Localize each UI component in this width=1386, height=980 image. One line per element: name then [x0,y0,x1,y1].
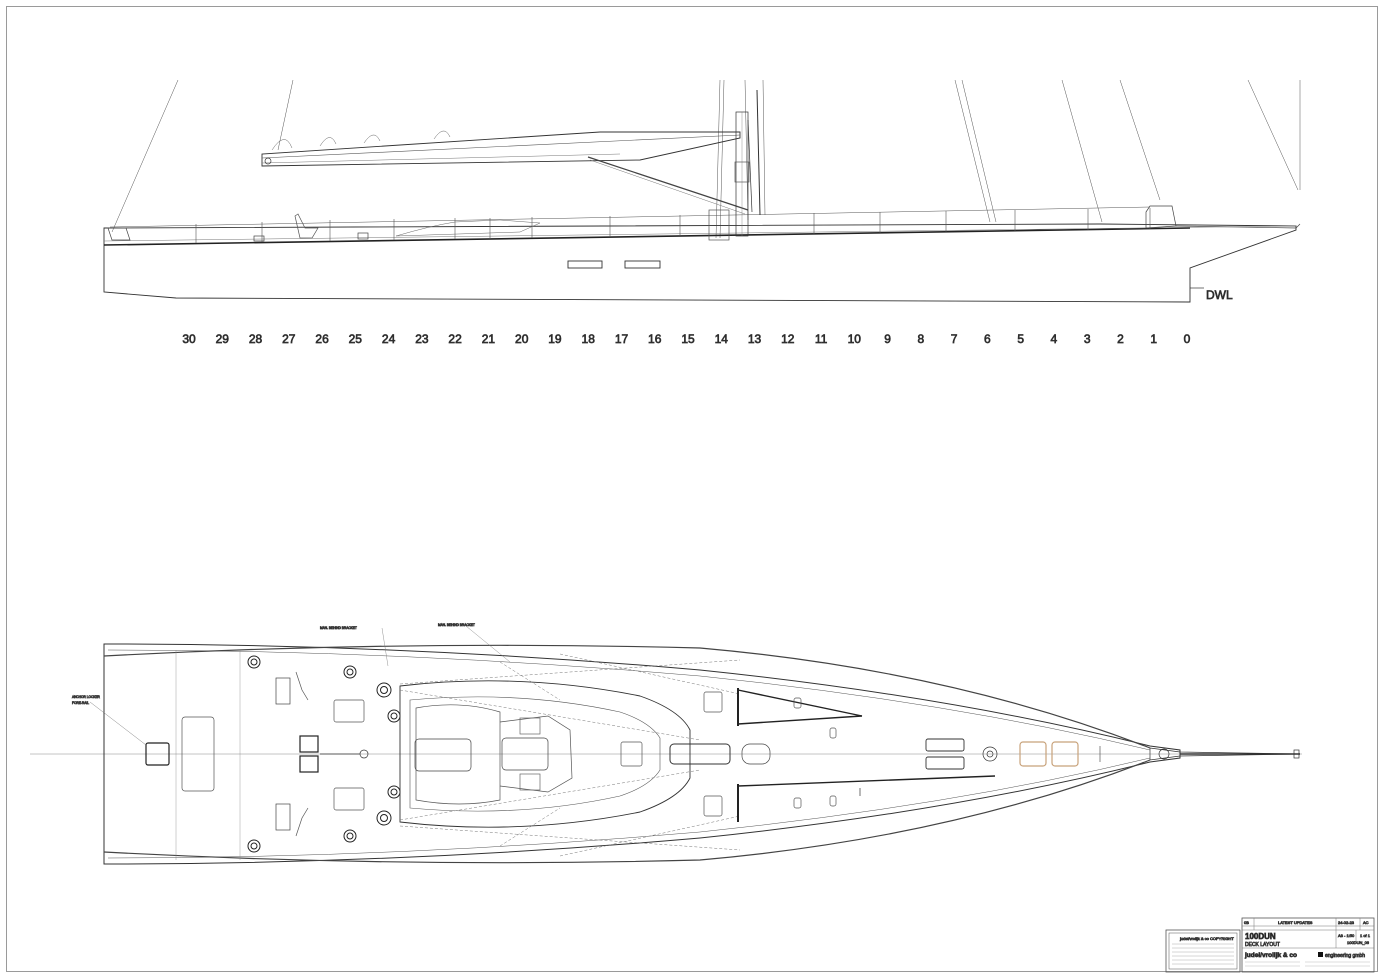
station-number: 18 [582,332,596,346]
station-number: 28 [249,332,263,346]
note-bracket-1: MAN. BEHIND BRACKET [320,626,357,630]
station-number: 1 [1150,332,1157,346]
companionway-hatch [669,743,731,765]
station-number: 17 [615,332,629,346]
forward-hatch [1019,741,1047,767]
project-name: 100DUN [1245,932,1276,941]
station-number: 19 [548,332,562,346]
station-number: 13 [748,332,762,346]
side-profile: DWL [103,79,1301,303]
firm-name: judel/vrolijk & co [1244,952,1297,959]
dwl-label: DWL [1206,288,1233,302]
forward-hatch [1051,741,1079,767]
revision-date: 24-02-23 [1338,920,1355,925]
station-number: 11 [815,332,828,346]
note-fore-rail: FORE-RAIL [72,701,89,705]
station-number: 15 [681,332,695,346]
drawing-scale: A3 - 1:50 [1338,933,1355,938]
station-number: 5 [1017,332,1024,346]
helm-stations [275,671,369,837]
note-anchor-locker: ANCHOR LOCKER [72,695,101,699]
portlight [567,260,603,269]
drawing-number: 100DUN_06 [1347,940,1370,945]
station-number: 29 [216,332,230,346]
deck-plan: MAN. BEHIND BRACKET MAN. BEHIND BRACKET … [30,623,1302,865]
station-number: 6 [984,332,991,346]
station-number: 7 [951,332,958,346]
station-number: 24 [382,332,396,346]
note-bracket-2: MAN. BEHIND BRACKET [438,623,475,627]
copyright-text: judel/vrolijk & co COPYRIGHT [1179,936,1234,941]
station-number: 27 [282,332,296,346]
station-number: 9 [884,332,891,346]
station-number: 2 [1117,332,1124,346]
station-number: 30 [182,332,196,346]
station-number: 26 [315,332,329,346]
station-number: 0 [1184,332,1191,346]
mast [708,89,761,241]
sheet-number: 1 of 1 [1360,933,1371,938]
firm-suffix: engineering gmbh [1325,953,1365,959]
sheet-leads [399,653,741,857]
boom [261,130,749,215]
winches [247,655,401,853]
deck-outline [103,643,1181,865]
rigging-lines [111,79,1301,239]
anchor-locker [145,742,170,766]
station-number: 3 [1084,332,1091,346]
station-number: 25 [349,332,363,346]
station-number: 8 [918,332,925,346]
deck-hatch [181,716,215,792]
station-number: 10 [848,332,862,346]
station-number: 20 [515,332,529,346]
station-number: 12 [781,332,795,346]
drawing-frame [6,6,1378,972]
station-number: 4 [1051,332,1058,346]
station-number: 23 [415,332,429,346]
station-number: 16 [648,332,662,346]
station-number: 14 [715,332,729,346]
revision-text: LATEST UPDATES [1278,920,1313,925]
revision-number: 0B [1244,920,1249,925]
stanchions [195,208,1151,243]
station-number: 22 [448,332,462,346]
portlight [624,260,661,269]
drawing-title: DECK LAYOUT [1245,942,1280,948]
hull-outline [103,223,1297,303]
title-block: judel/vrolijk & co COPYRIGHT 0B LATEST U… [1165,917,1375,973]
cockpit-coaming [399,680,691,828]
station-number: 21 [482,332,496,346]
revision-by: AC [1363,920,1369,925]
